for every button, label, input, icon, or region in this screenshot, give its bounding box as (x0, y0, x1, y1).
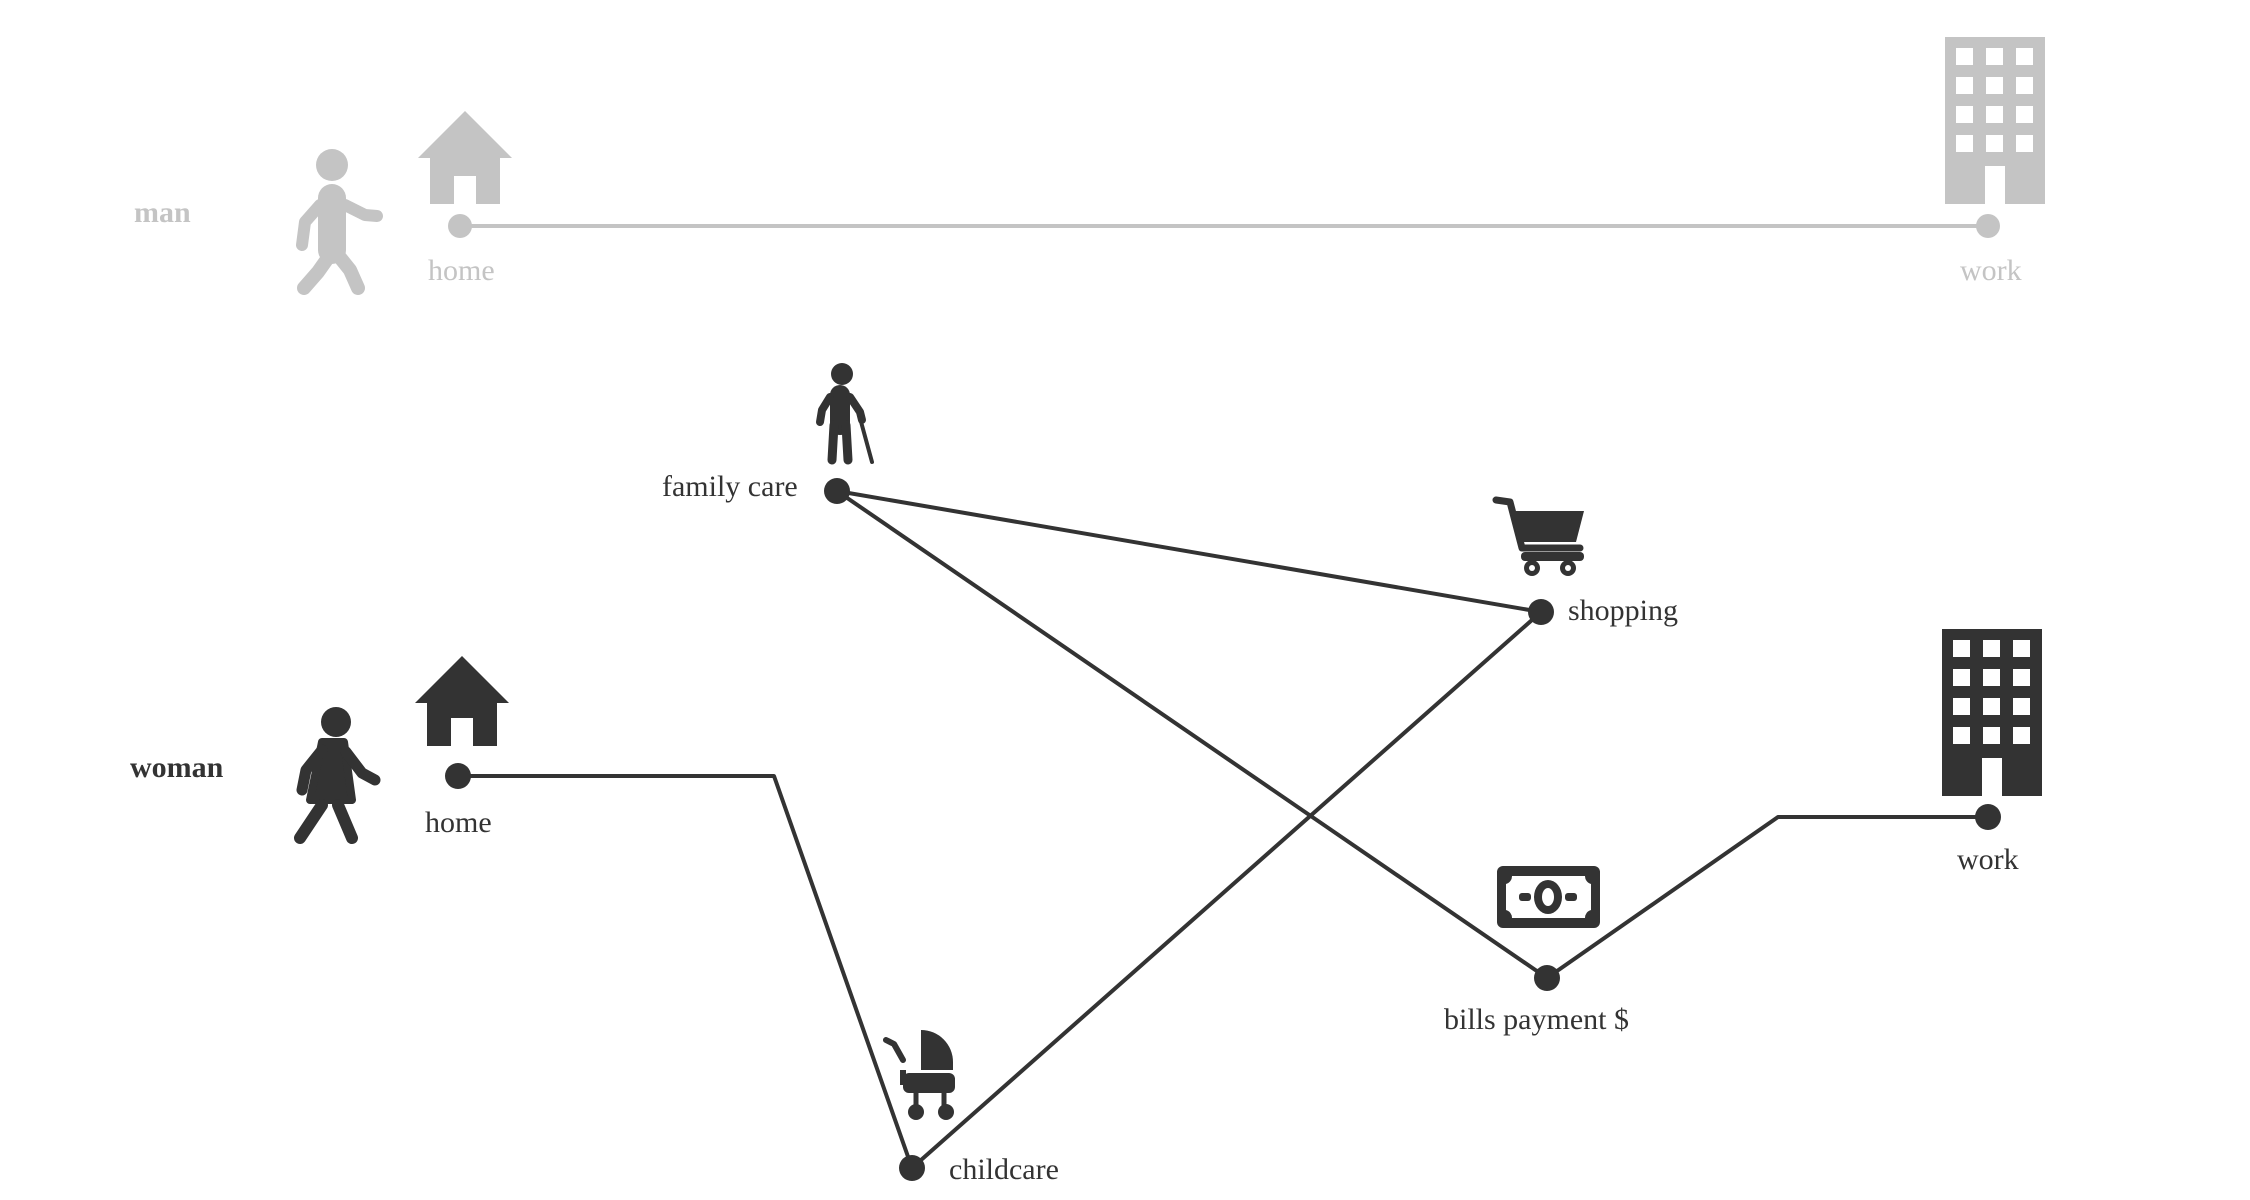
woman-home-node (445, 763, 471, 789)
woman-childcare-node (899, 1155, 925, 1181)
baby-stroller-icon (883, 1030, 955, 1120)
house-icon (418, 111, 512, 204)
woman-walking-icon (294, 707, 381, 844)
woman-family-care-label: family care (662, 470, 798, 503)
banknote-icon (1497, 866, 1600, 928)
woman-route-nodes (445, 478, 2001, 1181)
office-building-icon (1945, 37, 2045, 204)
man-work-node (1976, 214, 2000, 238)
woman-label: woman (130, 751, 224, 784)
office-building-icon (1942, 629, 2042, 796)
woman-shopping-label: shopping (1568, 594, 1679, 627)
woman-bills-payment-label: bills payment $ (1444, 1003, 1629, 1036)
man-work-label: work (1960, 254, 2022, 287)
woman-route-line (458, 489, 1988, 1170)
woman-work-node (1975, 804, 2001, 830)
man-route (448, 214, 2000, 238)
woman-route (458, 489, 1988, 1170)
woman-bills-payment-node (1534, 965, 1560, 991)
woman-work-label: work (1957, 843, 2019, 876)
elderly-person-icon (816, 363, 874, 465)
woman-childcare-label: childcare (949, 1153, 1059, 1186)
woman-home-label: home (425, 806, 492, 839)
house-icon (415, 656, 509, 746)
man-home-label: home (428, 254, 495, 287)
woman-shopping-node (1528, 599, 1554, 625)
man-walking-icon (296, 149, 383, 295)
man-home-node (448, 214, 472, 238)
man-label: man (134, 196, 191, 229)
woman-family-care-node (824, 478, 850, 504)
shopping-cart-icon (1492, 496, 1584, 576)
